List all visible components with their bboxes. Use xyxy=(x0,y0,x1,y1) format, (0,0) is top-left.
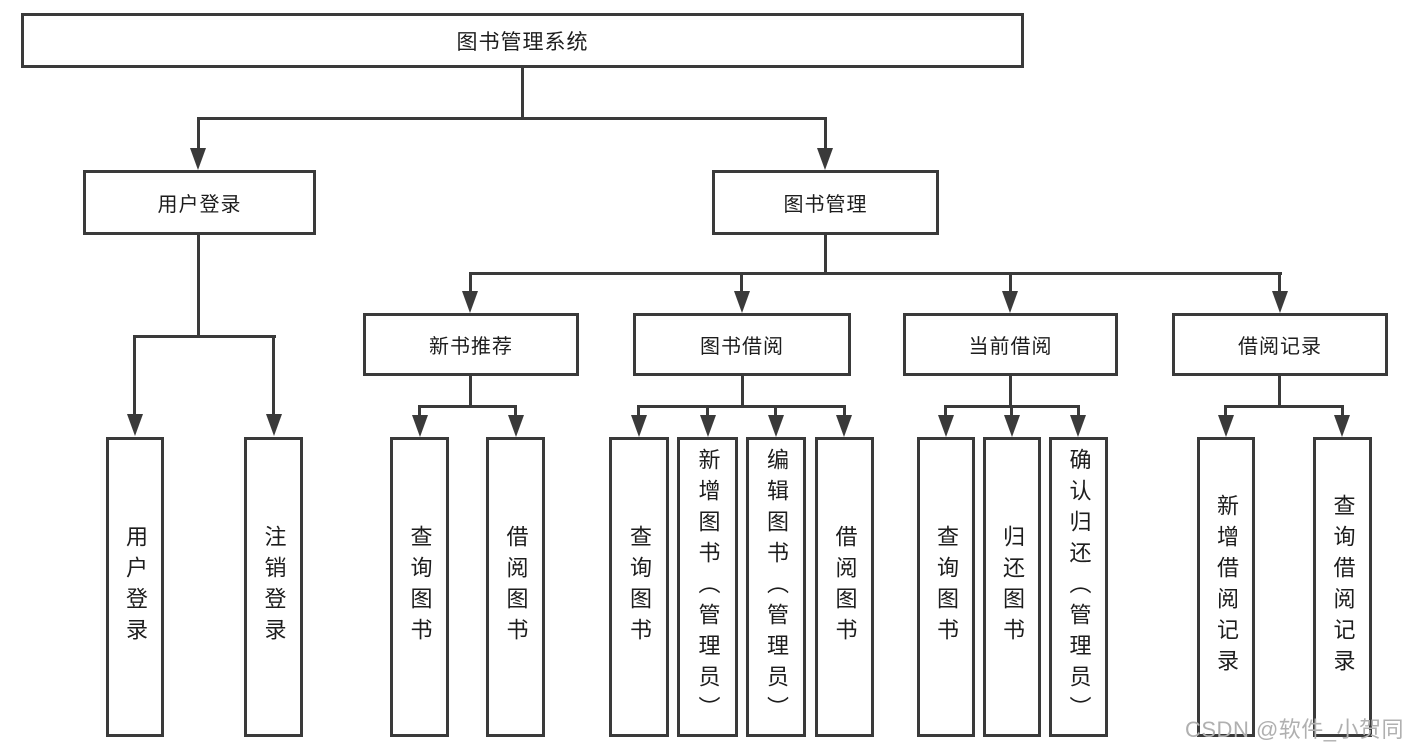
connector-stem xyxy=(1224,405,1227,417)
arrowhead-icon xyxy=(1004,415,1020,437)
connector-recommend-stub xyxy=(469,376,472,408)
leaf-current-confirm-return-admin: 确认归还（管理员） xyxy=(1049,437,1108,737)
connector-stem xyxy=(514,405,517,417)
connector-stem xyxy=(272,335,275,416)
node-new-book-recommend: 新书推荐 xyxy=(363,313,579,376)
connector-stem xyxy=(1009,272,1012,293)
leaf-borrow-edit-books-admin: 编辑图书（管理员） xyxy=(746,437,806,737)
arrowhead-icon xyxy=(1070,415,1086,437)
arrowhead-icon xyxy=(1002,291,1018,313)
connector-stem xyxy=(133,335,136,416)
connector-records-rail xyxy=(1224,405,1344,408)
arrowhead-icon xyxy=(266,414,282,436)
connector-level2-rail xyxy=(197,117,827,120)
node-current-borrow: 当前借阅 xyxy=(903,313,1118,376)
connector-stem xyxy=(418,405,421,417)
arrowhead-icon xyxy=(938,415,954,437)
connector-user-login-rail xyxy=(133,335,276,338)
connector-borrow-rail xyxy=(637,405,846,408)
connector-root-stub xyxy=(521,67,524,120)
leaf-borrow-query-books: 查询图书 xyxy=(609,437,669,737)
connector-stem xyxy=(469,272,472,293)
arrowhead-icon xyxy=(508,415,524,437)
arrowhead-icon xyxy=(1218,415,1234,437)
connector-records-stub xyxy=(1278,376,1281,408)
connector-stem xyxy=(1341,405,1344,417)
connector-book-mgmt-stub xyxy=(824,235,827,275)
connector-stem xyxy=(1278,272,1281,293)
connector-stem xyxy=(774,405,777,417)
arrowhead-icon xyxy=(734,291,750,313)
connector-stem xyxy=(197,117,200,150)
connector-stem xyxy=(706,405,709,417)
arrowhead-icon xyxy=(1334,415,1350,437)
arrowhead-icon xyxy=(1272,291,1288,313)
leaf-recommend-borrow-books: 借阅图书 xyxy=(486,437,545,737)
connector-stem xyxy=(843,405,846,417)
connector-stem xyxy=(944,405,947,417)
csdn-watermark: CSDN @软件_小贺同学 xyxy=(1185,717,1405,742)
leaf-logout: 注销登录 xyxy=(244,437,303,737)
leaf-current-query-books: 查询图书 xyxy=(917,437,975,737)
leaf-borrow-add-books-admin: 新增图书（管理员） xyxy=(677,437,738,737)
leaf-borrow-borrow-books: 借阅图书 xyxy=(815,437,874,737)
arrowhead-icon xyxy=(127,414,143,436)
connector-stem xyxy=(1077,405,1080,417)
connector-recommend-rail xyxy=(418,405,517,408)
arrowhead-icon xyxy=(190,148,206,170)
arrowhead-icon xyxy=(412,415,428,437)
leaf-records-query-record: 查询借阅记录 xyxy=(1313,437,1372,737)
connector-stem xyxy=(1010,405,1013,417)
arrowhead-icon xyxy=(631,415,647,437)
arrowhead-icon xyxy=(836,415,852,437)
connector-user-login-stub xyxy=(197,235,200,338)
node-book-management: 图书管理 xyxy=(712,170,939,235)
arrowhead-icon xyxy=(462,291,478,313)
connector-stem xyxy=(637,405,640,417)
leaf-recommend-query-books: 查询图书 xyxy=(390,437,449,737)
node-borrow-records: 借阅记录 xyxy=(1172,313,1388,376)
node-user-login: 用户登录 xyxy=(83,170,316,235)
leaf-records-add-record: 新增借阅记录 xyxy=(1197,437,1255,737)
arrowhead-icon xyxy=(817,148,833,170)
connector-stem xyxy=(824,117,827,150)
leaf-user-login: 用户登录 xyxy=(106,437,164,737)
node-root: 图书管理系统 xyxy=(21,13,1024,68)
connector-level3-rail xyxy=(469,272,1282,275)
node-book-borrow: 图书借阅 xyxy=(633,313,851,376)
arrowhead-icon xyxy=(700,415,716,437)
leaf-current-return-books: 归还图书 xyxy=(983,437,1041,737)
arrowhead-icon xyxy=(768,415,784,437)
connector-stem xyxy=(740,272,743,293)
connector-borrow-stub xyxy=(741,376,744,408)
connector-current-stub xyxy=(1009,376,1012,408)
